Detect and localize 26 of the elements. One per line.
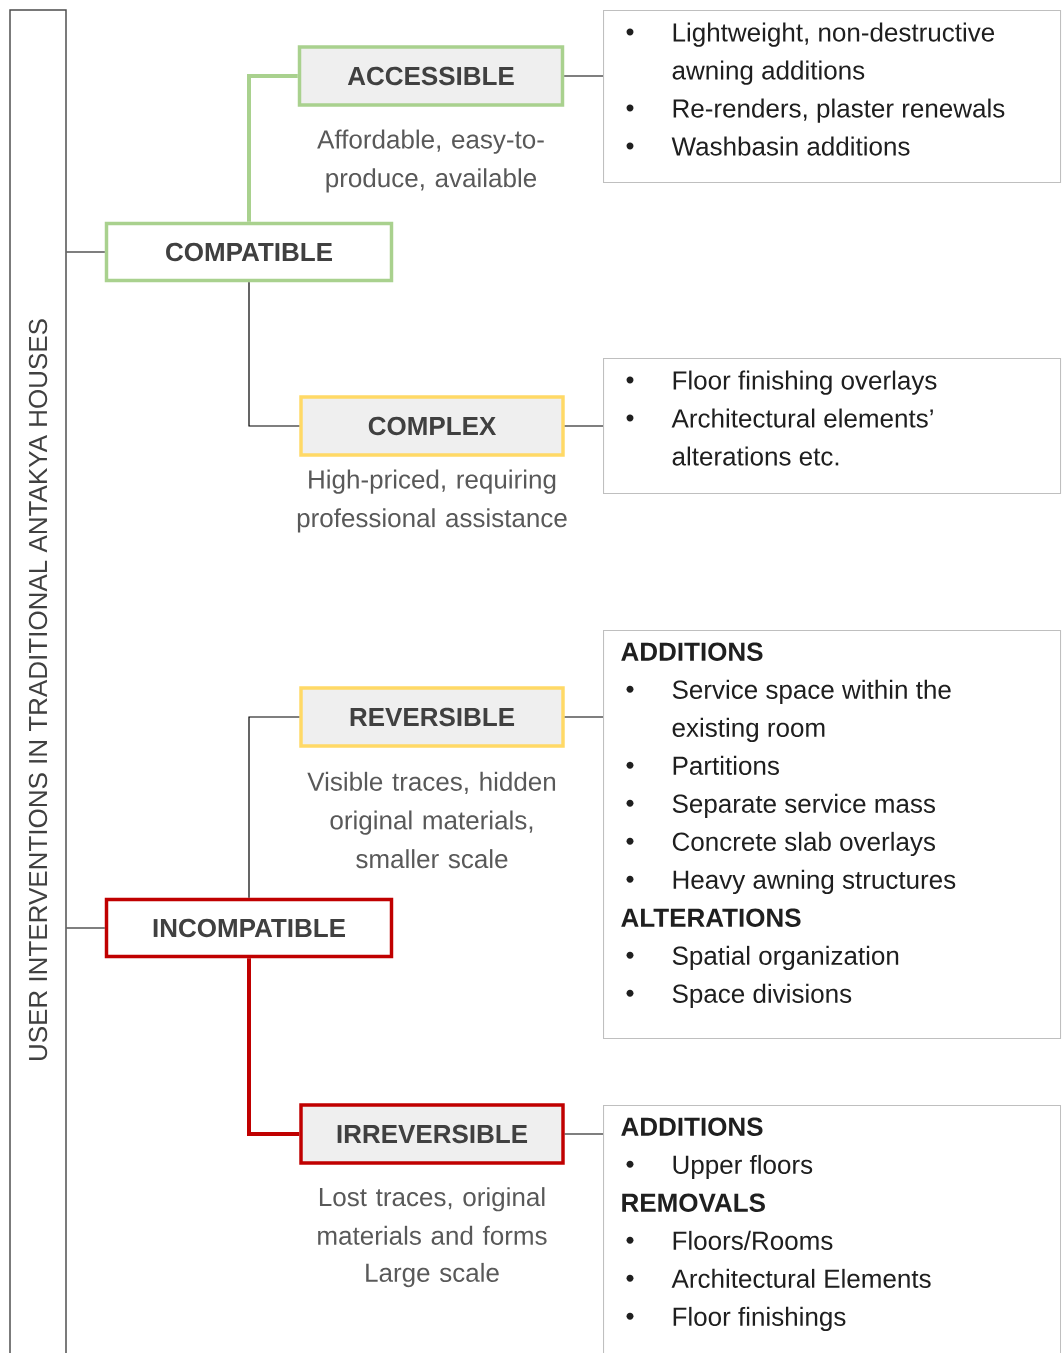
connector-line [248, 716, 300, 899]
bullet-list-box: Lightweight, non-destructive awning additions Re-renders, plaster renewals Washbasin additions [603, 10, 1062, 184]
connector-line [66, 251, 106, 253]
connector-line [564, 716, 604, 718]
connector-line [564, 425, 604, 427]
connector-line [563, 75, 604, 77]
connector-line [66, 927, 106, 929]
category-box: IRREVERSIBLE [299, 1103, 565, 1165]
category-box: ACCESSIBLE [297, 45, 565, 107]
bullet-list-box: ADDITIONS Upper floors REMOVALS Floors/Rooms Architectural Elements Floor finishings [603, 1105, 1062, 1353]
bullet-list-box: ADDITIONS Service space within the existing room Partitions Separate service mass Concrete slab overlays Heavy awning structures ALTERATIONS Spatial organization Space divisions [603, 630, 1062, 1040]
category-box: INCOMPATIBLE [104, 897, 394, 959]
connector-line [248, 281, 300, 427]
connector-line [247, 74, 298, 222]
description-text: Lost traces, original materials and forms [318, 1187, 547, 1245]
description-text: Affordable, easy-to-produce, available [317, 129, 544, 193]
category-box: COMPLEX [299, 395, 565, 457]
category-box: REVERSIBLE [299, 686, 565, 748]
bullet-list-box: Floor finishing overlays Architectural elements’ alterations etc. [603, 358, 1062, 495]
description-text: Visible traces, hidden original materials, smaller scale [307, 771, 556, 869]
connector-line [564, 1133, 604, 1135]
description-text: Large scale [366, 1262, 499, 1288]
category-box: COMPATIBLE [104, 221, 394, 283]
vertical-title-box: USER INTERVENTIONS IN TRADITIONAL ANTAKYA HOUSES [9, 9, 67, 1353]
description-text: High-priced, requiring professional assistance [297, 469, 567, 533]
connector-line [247, 958, 300, 1136]
